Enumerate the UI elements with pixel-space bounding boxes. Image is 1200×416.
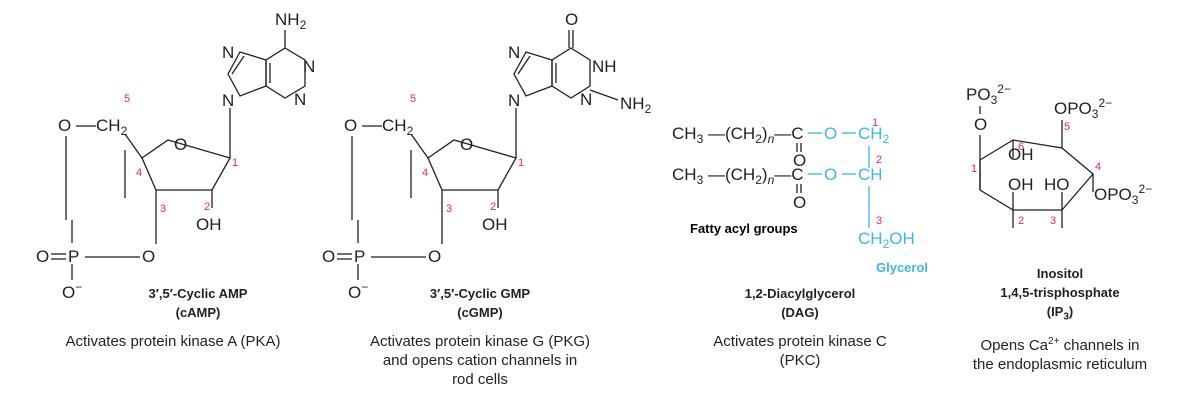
dag-function: Activates protein kinase C (PKC) (670, 332, 930, 370)
cgmp-function-line3: rod cells (452, 371, 508, 388)
dag-o1: O (824, 124, 837, 143)
ip3-name3-sub: 3 (1063, 311, 1069, 323)
dag-o2: O (824, 165, 837, 184)
dag-ch2oh: CH2OH (858, 229, 915, 251)
camp-nh2-label: NH2 (275, 10, 307, 32)
ip3-func1-a: Opens Ca (980, 337, 1049, 354)
camp-o5: O (58, 116, 71, 135)
cgmp-ch2: CH2 (382, 116, 414, 138)
camp-n3: N (294, 90, 306, 109)
ip3-function: Opens Ca2+ channels in the endoplasmic r… (940, 332, 1180, 374)
camp-o3: O (142, 247, 155, 266)
cgmp-structure: O N NH N NH2 N O O CH2 O P O O− OH 5 (322, 10, 652, 302)
dag-name-line1: 1,2-Diacylglycerol (744, 286, 856, 301)
dag-name: 1,2-Diacylglycerol (DAG) (700, 284, 900, 322)
dag-name-line2: (DAG) (781, 305, 819, 320)
ip3-ho-3: HO (1044, 175, 1070, 194)
ip3-o-top: O (974, 115, 987, 134)
cgmp-oh: OH (482, 215, 508, 234)
cgmp-o3: O (428, 247, 441, 266)
dag-o-dbl2: O (793, 193, 806, 212)
glycerol-label: Glycerol (876, 260, 928, 275)
ip3-function-line2: the endoplasmic reticulum (972, 356, 1148, 373)
camp-c4-num: 4 (136, 167, 142, 179)
dag-function-line1: Activates protein kinase C (713, 333, 887, 350)
dag-structure: CH3 —(CH2)n—C O CH2 O CH3 —(CH2)n—C O CH… (672, 117, 928, 275)
cgmp-o5: O (344, 116, 357, 135)
ip3-c2-num: 2 (1018, 215, 1024, 227)
dag-o-dbl1: O (793, 151, 806, 170)
dag-ch: CH (858, 165, 883, 184)
ip3-c4-num: 4 (1095, 161, 1101, 173)
camp-p: P (68, 247, 79, 266)
camp-c2-num: 2 (204, 201, 210, 213)
camp-c3-num: 3 (160, 203, 166, 215)
dag-function-line2: (PKC) (779, 352, 821, 369)
camp-n7: N (222, 43, 234, 62)
ip3-name: Inositol 1,4,5-trisphosphate (IP3) (960, 264, 1160, 327)
ip3-c5-num: 5 (1064, 121, 1070, 133)
cgmp-o-dbl: O (322, 247, 335, 266)
cgmp-name-line1: 3′,5′-Cyclic GMP (429, 286, 531, 301)
dag-chain2: CH3 —(CH2)n—C (672, 165, 804, 187)
camp-n9: N (222, 91, 234, 110)
camp-ch2: CH2 (96, 116, 128, 138)
camp-name-line2: (cAMP) (175, 305, 221, 320)
camp-structure: NH2 N N N N O O CH2 O P O O− OH (36, 10, 315, 302)
ip3-name-line1: Inositol (1036, 266, 1084, 281)
ip3-oh-2: OH (1008, 175, 1034, 194)
ip3-opo3-4: OPO32− (1094, 182, 1152, 207)
camp-o-minus: O− (62, 280, 82, 302)
ip3-func1-b: channels in (1059, 337, 1140, 354)
dag-c1-num: 1 (872, 117, 878, 129)
camp-c1-num: 1 (232, 157, 238, 169)
cgmp-function: Activates protein kinase G (PKG) and ope… (338, 332, 622, 389)
ip3-oh-6: OH (1008, 145, 1034, 164)
camp-o-dbl: O (36, 247, 49, 266)
camp-name: 3′,5′-Cyclic AMP (cAMP) (98, 284, 298, 322)
ip3-structure: PO32− O OPO32− OH OH HO OPO32− 1 2 3 4 5… (966, 82, 1152, 228)
cgmp-o-label: O (565, 10, 578, 29)
dag-ch2-top: CH2 (858, 124, 890, 146)
cgmp-c4-num: 4 (422, 167, 428, 179)
ip3-name3-main: (IP (1046, 304, 1064, 319)
cgmp-n3: N (580, 90, 592, 109)
fatty-acyl-label: Fatty acyl groups (690, 221, 798, 236)
camp-function: Activates protein kinase A (PKA) (65, 333, 281, 350)
ip3-c6-num: 6 (1018, 141, 1024, 153)
camp-name-line1: 3′,5′-Cyclic AMP (148, 286, 248, 301)
ip3-func1-sup: 2+ (1048, 336, 1060, 347)
cgmp-n9: N (508, 91, 520, 110)
ip3-function-line1: Opens Ca2+ channels in (940, 332, 1180, 355)
dag-c2-num: 2 (876, 154, 882, 166)
ip3-name-line2: 1,4,5-trisphosphate (1000, 285, 1120, 300)
ip3-name-line3: (IP3) (960, 302, 1160, 327)
camp-n1: N (303, 57, 315, 76)
camp-oh: OH (196, 215, 222, 234)
cgmp-function-line1: Activates protein kinase G (PKG) (369, 333, 591, 350)
ip3-po3-top: PO32− (966, 82, 1011, 107)
cgmp-function-line2: and opens cation channels in (382, 352, 578, 369)
ip3-c1-num: 1 (971, 163, 977, 175)
camp-ring-o: O (174, 135, 187, 154)
cgmp-ring-o: O (460, 135, 473, 154)
cgmp-name-line2: (cGMP) (457, 305, 503, 320)
cgmp-nh2: NH2 (620, 94, 652, 116)
cgmp-c1-num: 1 (518, 157, 524, 169)
camp-c5-num: 5 (124, 93, 130, 105)
ip3-c3-num: 3 (1050, 215, 1056, 227)
cgmp-nh: NH (592, 57, 617, 76)
cgmp-n7: N (508, 43, 520, 62)
cgmp-o-minus: O− (348, 280, 368, 302)
cgmp-c3-num: 3 (446, 203, 452, 215)
dag-c3-num: 3 (876, 215, 882, 227)
dag-chain1: CH3 —(CH2)n—C (672, 124, 804, 146)
ip3-name3-end: ) (1068, 304, 1074, 319)
cgmp-name: 3′,5′-Cyclic GMP (cGMP) (380, 284, 580, 322)
ip3-opo3-5: OPO32− (1054, 96, 1112, 121)
cgmp-c5-num: 5 (410, 93, 416, 105)
cgmp-c2-num: 2 (490, 201, 496, 213)
cgmp-p: P (354, 247, 365, 266)
